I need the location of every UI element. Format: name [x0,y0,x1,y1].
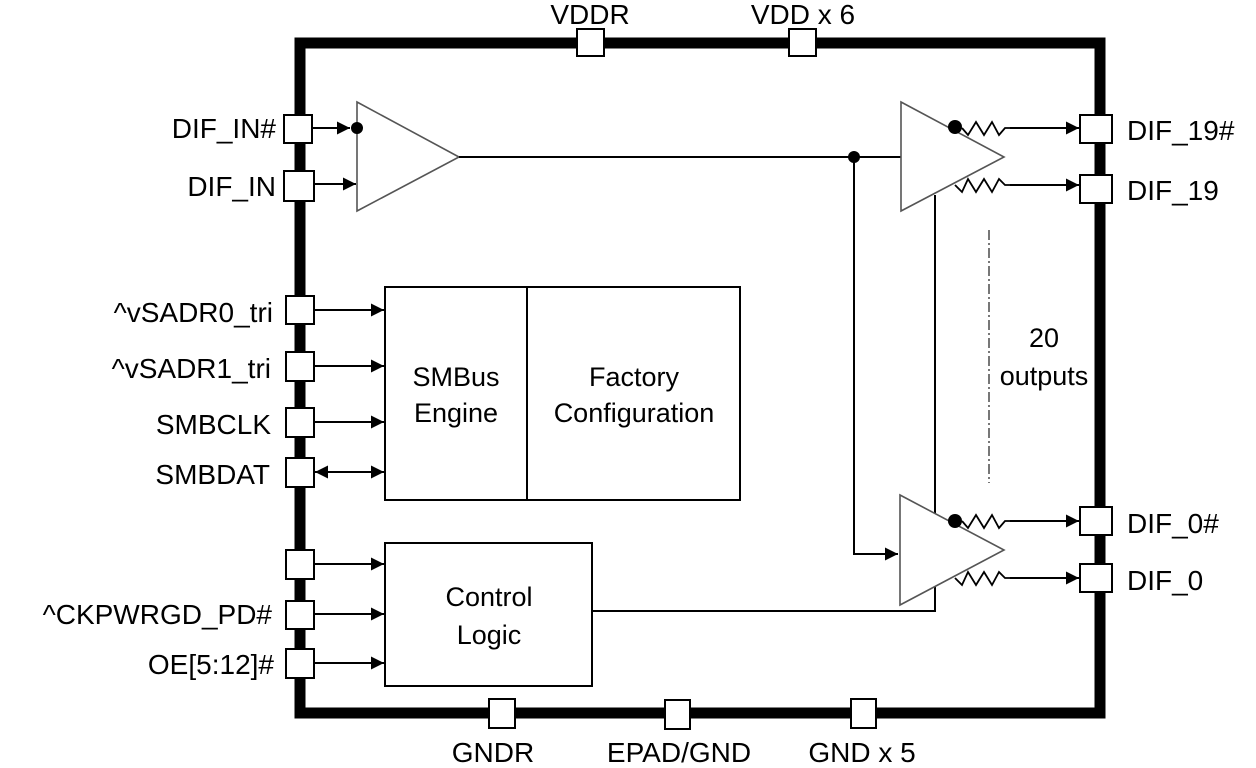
left-pin-vsadr0-tri: ^vSADR0_tri [114,295,384,328]
bottom-pin-epad-gnd: EPAD/GND [607,699,751,768]
pin-pad [285,351,315,382]
pin-label: GND x 5 [808,737,915,768]
resistor-icon [961,120,1010,137]
resistor-icon [961,513,1010,530]
pin-pad [1079,174,1113,204]
pin-pad [1079,114,1113,144]
right-pin-dif-19-neg: DIF_19# [1079,114,1235,146]
pin-pad [285,648,315,679]
pin-pad [576,28,605,57]
pin-label: VDDR [550,0,629,30]
pin-pad [1079,563,1113,593]
outputs-count: 20 [1029,323,1059,353]
pin-pad [1079,506,1113,536]
resistor-icon [954,570,1010,587]
left-pin-dif-in: DIF_IN [187,170,356,202]
resistor-icon [954,177,1010,194]
control-logic-label-line1: Control [445,582,532,612]
pin-label: EPAD/GND [607,737,751,768]
pin-label: ^CKPWRGD_PD# [43,599,273,630]
left-pin-unlabeled [285,549,384,580]
right-pin-dif-0-neg: DIF_0# [1079,506,1219,539]
invert-bubble [948,514,962,528]
pin-pad [285,549,315,580]
output-buffer-dif-19 [900,100,1079,213]
pin-label: GNDR [452,737,534,768]
output-buffer-triangle [899,493,1006,607]
top-pin-vdd: VDD x 6 [751,0,855,57]
factory-configuration-label-line1: Factory [589,362,680,392]
smbus-engine-label-line2: Engine [414,398,498,428]
invert-bubble [351,122,363,134]
pin-pad [488,698,516,729]
pin-label: ^vSADR1_tri [112,353,271,384]
control-logic-output-wire [592,195,936,612]
pin-label: DIF_0 [1127,565,1203,596]
right-pin-dif-19: DIF_19 [1079,174,1219,206]
left-pin-smbdat: SMBDAT [155,457,384,490]
pin-label: DIF_IN# [172,113,277,144]
pin-label: DIF_19# [1127,115,1235,146]
pin-pad [285,600,315,630]
output-buffer-dif-0 [899,493,1079,607]
right-pin-dif-0: DIF_0 [1079,563,1203,596]
pin-pad [285,457,315,488]
control-logic-block [384,542,593,687]
top-pin-vddr: VDDR [550,0,630,57]
left-pin-oe: OE[5:12]# [148,648,384,680]
pin-pad [285,407,315,438]
pin-pad [283,170,315,202]
invert-bubble [948,120,962,134]
pin-label: SMBCLK [156,409,271,440]
bottom-pin-gndr: GNDR [452,698,534,768]
pin-label: SMBDAT [155,459,270,490]
smbus-engine-label-line1: SMBus [412,362,499,392]
input-buffer-triangle [356,100,461,213]
control-logic-label-line2: Logic [457,620,522,650]
pin-pad [664,699,691,730]
pin-label: OE[5:12]# [148,649,275,680]
pin-pad [283,114,313,144]
pin-pad [788,28,817,57]
left-pin-vsadr1-tri: ^vSADR1_tri [112,351,384,384]
pin-label: DIF_0# [1127,508,1219,539]
left-pin-ckpwrgd-pd: ^CKPWRGD_PD# [43,599,384,630]
left-pin-dif-in-neg: DIF_IN# [172,113,363,144]
pin-pad [285,295,315,325]
factory-configuration-label-line2: Configuration [554,398,715,428]
outputs-label: outputs [1000,361,1089,391]
smbus-engine-block [384,286,528,501]
pin-pad [850,698,877,729]
pin-label: ^vSADR0_tri [114,297,273,328]
left-pin-smbclk: SMBCLK [156,407,384,440]
pin-label: DIF_IN [187,171,276,202]
pin-label: VDD x 6 [751,0,855,30]
clock-distribution-wire [853,157,898,561]
bottom-pin-gnd: GND x 5 [808,698,916,768]
pin-label: DIF_19 [1127,175,1219,206]
output-buffer-triangle [900,100,1006,213]
factory-configuration-block [526,286,741,501]
